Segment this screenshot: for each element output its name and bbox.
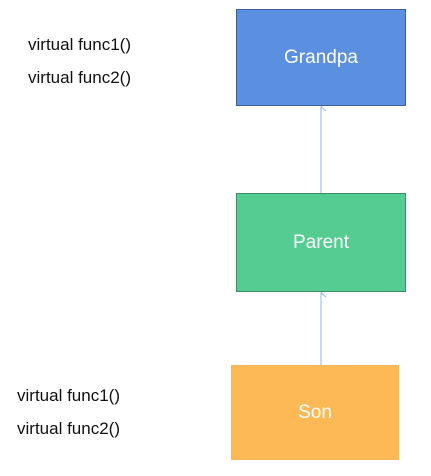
parent-label: Parent (293, 231, 349, 253)
grandpa-node: Grandpa (236, 9, 406, 106)
grandpa-label: Grandpa (284, 46, 358, 68)
son-methods-annotation: virtual func1() virtual func2() (17, 379, 120, 445)
parent-node: Parent (236, 193, 406, 292)
annotation-line: virtual func1() (17, 386, 120, 405)
son-node: Son (231, 365, 399, 460)
annotation-line: virtual func2() (28, 68, 131, 87)
grandpa-methods-annotation: virtual func1() virtual func2() (28, 28, 131, 94)
son-label: Son (298, 401, 332, 423)
annotation-line: virtual func2() (17, 419, 120, 438)
annotation-line: virtual func1() (28, 35, 131, 54)
